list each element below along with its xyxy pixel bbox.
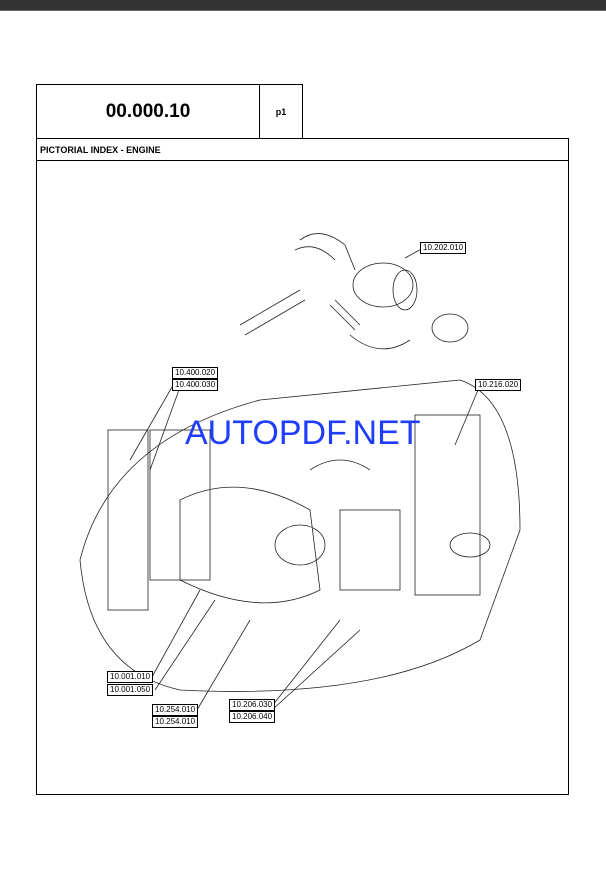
callout-mount-a[interactable]: 10.254.010 (152, 704, 199, 716)
page-number: p1 (275, 106, 287, 117)
leader-lines (129, 386, 479, 711)
watermark: AUTOPDF.NET (185, 414, 421, 452)
top-bar (0, 0, 606, 11)
callout-radiator-b[interactable]: 10.400.030 (172, 379, 219, 391)
section-code: 00.000.10 (37, 85, 260, 138)
callout-air-filter[interactable]: 10.202.010 (420, 242, 467, 254)
callout-mount-b[interactable]: 10.254.010 (152, 716, 199, 728)
callout-fuel-b[interactable]: 10.206.040 (229, 711, 276, 723)
callout-engine-b[interactable]: 10.001.050 (107, 684, 154, 696)
callout-engine-a[interactable]: 10.001.010 (107, 671, 154, 683)
callout-radiator-a[interactable]: 10.400.020 (172, 367, 219, 379)
page-title: PICTORIAL INDEX - ENGINE (36, 138, 569, 161)
air-filter-drawing (239, 233, 469, 350)
callout-fuel-a[interactable]: 10.206.030 (229, 699, 276, 711)
callout-tank[interactable]: 10.216.020 (475, 379, 522, 391)
header-box: 00.000.10 p1 (36, 84, 303, 139)
